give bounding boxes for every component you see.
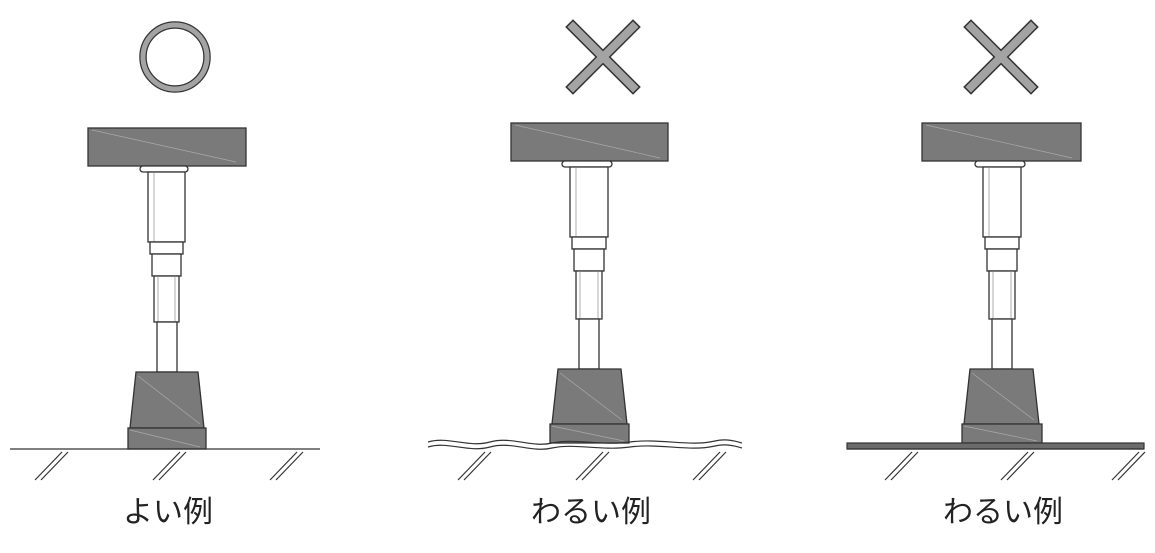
plate-collar bbox=[561, 160, 613, 168]
plate-collar bbox=[139, 165, 189, 173]
ground-flat bbox=[10, 448, 320, 481]
support-post bbox=[87, 127, 247, 450]
base-foot bbox=[551, 368, 628, 425]
base-foot bbox=[129, 371, 205, 429]
shaft-step bbox=[149, 241, 184, 255]
middle-shaft bbox=[151, 253, 182, 277]
panel-good bbox=[10, 21, 320, 481]
support-post bbox=[510, 122, 669, 444]
shaft-step bbox=[984, 236, 1020, 250]
support-post bbox=[921, 122, 1082, 444]
panel-bad-uneven bbox=[427, 19, 743, 481]
lower-shaft bbox=[578, 318, 600, 370]
cross-bad-icon bbox=[565, 19, 641, 95]
board-plank bbox=[846, 442, 1145, 450]
middle-shaft bbox=[986, 248, 1018, 272]
panel-bad-board bbox=[846, 19, 1146, 481]
circle-good-icon bbox=[139, 21, 211, 93]
ground-uneven bbox=[427, 439, 743, 481]
caption-bad-board: わるい例 bbox=[943, 495, 1063, 530]
base-foot bbox=[963, 368, 1040, 425]
middle-shaft bbox=[573, 248, 605, 272]
caption-good: よい例 bbox=[123, 495, 213, 530]
plate-collar bbox=[974, 160, 1026, 168]
upper-shaft bbox=[147, 171, 186, 243]
shaft-step bbox=[571, 236, 607, 250]
lower-shaft bbox=[156, 321, 178, 373]
caption-bad-uneven: わるい例 bbox=[531, 495, 651, 530]
ground-board bbox=[846, 442, 1146, 481]
lower-shaft bbox=[991, 318, 1013, 370]
cross-bad-icon bbox=[963, 19, 1039, 95]
